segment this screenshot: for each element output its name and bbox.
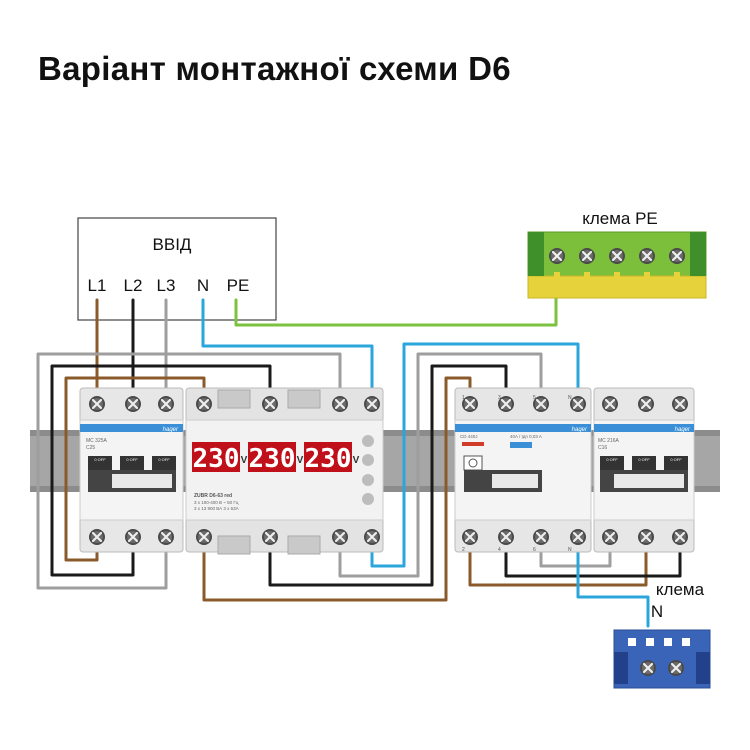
rcd-bottom-label-4: 4 — [498, 547, 501, 553]
relay-brand: ZUBR D6-63 red — [194, 493, 232, 499]
diagram-title: Варіант монтажної схеми D6 — [38, 50, 511, 87]
wire-n-out — [370, 342, 580, 568]
display-3-value: 230 — [305, 444, 352, 474]
terminal-label-l1: L1 — [88, 276, 107, 295]
relay-spec-2: 3 x 13 900 ВА 3 x 63А — [194, 506, 239, 511]
rcd-model: CD 440J — [460, 434, 478, 439]
breaker-left[interactable]: hager MC 325A C25 0 OFF 0 OFF 0 OFF — [79, 387, 184, 553]
wire-rcd-l1 — [468, 534, 648, 587]
breaker-left-model: MC 325A — [86, 438, 108, 444]
rcd-rating: 40A / Iдn 0,03 A — [510, 434, 542, 439]
display-3-unit: V — [353, 455, 360, 466]
wire-l3-loop — [36, 352, 342, 590]
rcd-brand: hager — [572, 427, 588, 433]
wire-l3-out — [338, 352, 543, 578]
breaker-right-switch-1: 0 OFF — [606, 457, 618, 462]
display-2-unit: V — [297, 455, 304, 466]
display-2 — [248, 442, 296, 472]
breaker-left-switch-3: 0 OFF — [158, 457, 170, 462]
input-box-label: ВВІД — [153, 235, 192, 254]
breaker-left-rating: C25 — [86, 445, 95, 451]
terminal-label-pe: PE — [227, 276, 250, 295]
voltage-relay[interactable]: 230 230 230 V V V ZUBR D6-63 red 3 x 100… — [185, 387, 384, 555]
breaker-left-switch-2: 0 OFF — [126, 457, 138, 462]
rcd-bottom-label-n: N — [568, 547, 572, 553]
terminal-label-l2: L2 — [124, 276, 143, 295]
wire-n-in — [201, 298, 374, 404]
terminal-label-l3: L3 — [157, 276, 176, 295]
wire-l1-loop — [64, 376, 206, 562]
rcd[interactable]: hager CD 440J 40A / Iдn 0,03 A 1 3 5 N 2… — [454, 387, 592, 553]
breaker-right-brand: hager — [675, 427, 691, 433]
breaker-left-brand: hager — [163, 427, 179, 433]
rcd-top-label-5: 5 — [533, 395, 536, 401]
breaker-right-switch-2: 0 OFF — [638, 457, 650, 462]
wires-back — [36, 296, 682, 628]
display-1-value: 230 — [193, 444, 240, 474]
terminal-label-n: N — [197, 276, 209, 295]
pe-terminal-bar: клема PE — [527, 209, 707, 299]
rcd-top-label-n: N — [568, 395, 572, 401]
wire-rcd-n — [576, 534, 650, 628]
breaker-right-model: MC 216A — [598, 438, 620, 444]
breaker-right-switch-3: 0 OFF — [670, 457, 682, 462]
wire-l2-out — [268, 364, 508, 587]
relay-spec-1: 3 x 100-400 В ~ 50 Гц — [194, 500, 239, 505]
n-terminal-label-1: клема — [656, 580, 705, 599]
input-box: ВВІД L1 L2 L3 N PE — [77, 217, 277, 321]
n-terminal-bar: клема N — [613, 580, 711, 689]
breaker-right-rating: C16 — [598, 445, 607, 451]
display-1-unit: V — [241, 455, 248, 466]
relay-menu-button[interactable] — [362, 474, 374, 486]
wire-rcd-l2 — [504, 534, 682, 578]
n-terminal-label-2: N — [651, 602, 663, 621]
breaker-left-switch-1: 0 OFF — [94, 457, 106, 462]
breaker-right[interactable]: hager MC 216A C16 0 OFF 0 OFF 0 OFF — [593, 387, 695, 553]
wire-pe — [234, 296, 558, 327]
rcd-bottom-label-6: 6 — [533, 547, 536, 553]
display-1 — [192, 442, 240, 472]
display-3 — [304, 442, 352, 472]
relay-info-button[interactable] — [362, 493, 374, 505]
rcd-top-label-1: 1 — [462, 395, 465, 401]
relay-minus-button[interactable] — [362, 454, 374, 466]
relay-plus-button[interactable] — [362, 435, 374, 447]
wire-l2-loop — [50, 364, 272, 577]
wire-l1-out — [202, 376, 472, 602]
rcd-top-label-3: 3 — [498, 395, 501, 401]
rcd-bottom-label-2: 2 — [462, 547, 465, 553]
display-2-value: 230 — [249, 444, 296, 474]
pe-terminal-label: клема PE — [582, 209, 658, 228]
